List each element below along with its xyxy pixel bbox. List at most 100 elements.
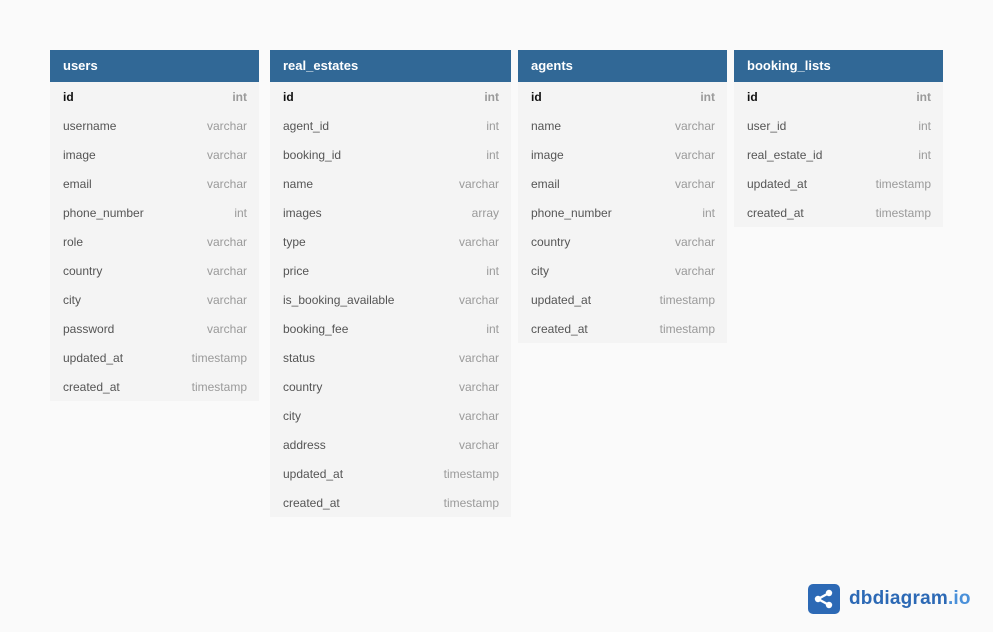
- table-field-row[interactable]: created_at timestamp: [518, 314, 727, 343]
- field-name: updated_at: [531, 292, 592, 307]
- table-field-row[interactable]: country varchar: [518, 227, 727, 256]
- field-name: status: [283, 350, 316, 365]
- field-type: varchar: [206, 118, 247, 133]
- field-name: phone_number: [531, 205, 612, 220]
- field-type: timestamp: [875, 205, 931, 220]
- field-name: updated_at: [63, 350, 124, 365]
- field-type: timestamp: [191, 350, 247, 365]
- table-field-row[interactable]: updated_at timestamp: [734, 169, 943, 198]
- field-type: int: [918, 118, 931, 133]
- field-name: is_booking_available: [283, 292, 395, 307]
- table-field-row[interactable]: city varchar: [518, 256, 727, 285]
- field-type: timestamp: [875, 176, 931, 191]
- field-name: booking_id: [283, 147, 342, 162]
- field-name: country: [63, 263, 103, 278]
- field-name: created_at: [531, 321, 588, 336]
- field-name: created_at: [63, 379, 120, 394]
- brand-logo[interactable]: dbdiagram.io: [808, 584, 971, 614]
- field-name: user_id: [747, 118, 787, 133]
- field-type: varchar: [458, 176, 499, 191]
- field-type: varchar: [674, 147, 715, 162]
- brand-name: dbdiagram.io: [849, 588, 971, 610]
- field-name: country: [531, 234, 571, 249]
- field-name: updated_at: [747, 176, 808, 191]
- field-name: id: [63, 89, 74, 104]
- field-type: int: [700, 89, 715, 104]
- field-type: varchar: [458, 350, 499, 365]
- field-type: int: [486, 321, 499, 336]
- table-field-row[interactable]: updated_at timestamp: [50, 343, 259, 372]
- field-type: varchar: [206, 234, 247, 249]
- field-type: varchar: [458, 437, 499, 452]
- field-name: images: [283, 205, 322, 220]
- field-name: email: [63, 176, 92, 191]
- field-name: username: [63, 118, 117, 133]
- field-type: int: [918, 147, 931, 162]
- field-type: varchar: [674, 263, 715, 278]
- field-name: name: [531, 118, 562, 133]
- table-field-row[interactable]: name varchar: [270, 169, 511, 198]
- field-name: real_estate_id: [747, 147, 823, 162]
- table-field-row[interactable]: user_id int: [734, 111, 943, 140]
- field-name: password: [63, 321, 115, 336]
- field-name: price: [283, 263, 310, 278]
- table-field-row[interactable]: is_booking_available varchar: [270, 285, 511, 314]
- field-type: varchar: [674, 176, 715, 191]
- table-field-row[interactable]: status varchar: [270, 343, 511, 372]
- table-field-row[interactable]: country varchar: [50, 256, 259, 285]
- field-type: timestamp: [659, 292, 715, 307]
- field-type: varchar: [458, 292, 499, 307]
- table-header[interactable]: users: [50, 50, 259, 82]
- field-type: timestamp: [659, 321, 715, 336]
- field-type: varchar: [458, 234, 499, 249]
- share-nodes-icon: [808, 584, 840, 614]
- table-header[interactable]: booking_lists: [734, 50, 943, 82]
- field-name: name: [283, 176, 314, 191]
- table-header[interactable]: agents: [518, 50, 727, 82]
- table-header[interactable]: real_estates: [270, 50, 511, 82]
- table-field-row[interactable]: username varchar: [50, 111, 259, 140]
- field-type: varchar: [206, 263, 247, 278]
- field-type: timestamp: [443, 466, 499, 481]
- field-name: phone_number: [63, 205, 144, 220]
- field-type: varchar: [674, 234, 715, 249]
- table-field-row[interactable]: updated_at timestamp: [518, 285, 727, 314]
- field-name: id: [531, 89, 542, 104]
- field-type: timestamp: [443, 495, 499, 510]
- table-field-row[interactable]: id int: [518, 82, 727, 111]
- field-name: city: [63, 292, 81, 307]
- table-field-row[interactable]: real_estate_id int: [734, 140, 943, 169]
- field-name: city: [531, 263, 549, 278]
